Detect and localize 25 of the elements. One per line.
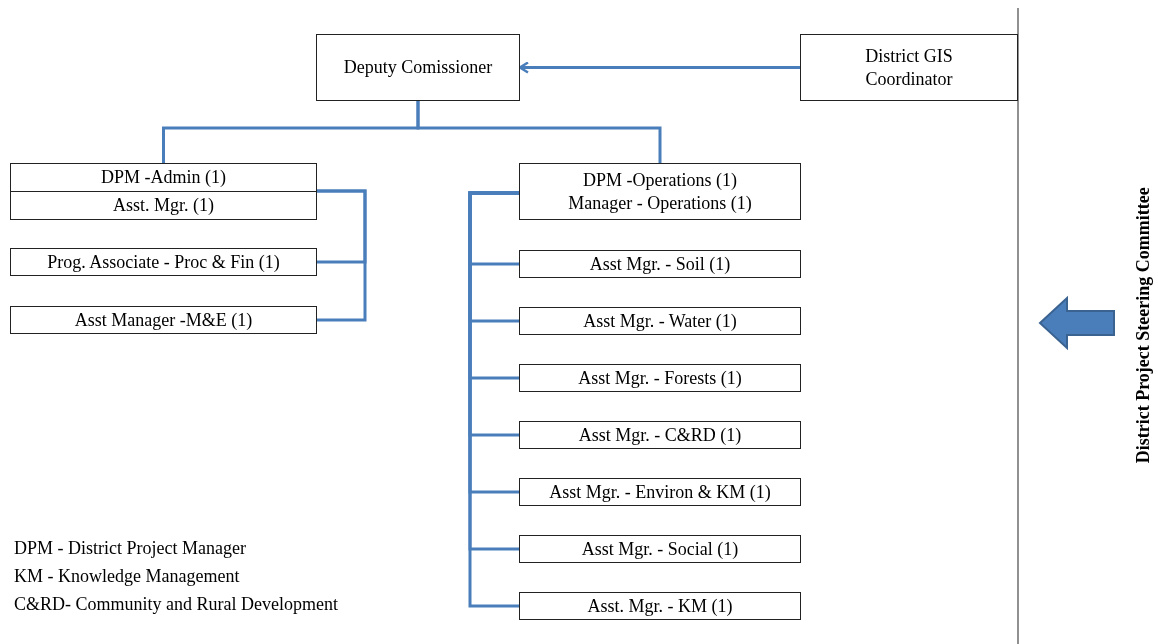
position-box: Asst. Mgr. - KM (1) [519,592,801,620]
connector-line [317,189,367,322]
position-box: District GIS Coordinator [800,34,1018,101]
position-box: Asst Mgr. - C&RD (1) [519,421,801,449]
position-box: Asst Mgr. - Social (1) [519,535,801,563]
position-box [10,163,317,220]
connector-line [416,101,662,163]
position-box: Asst Mgr. - Forests (1) [519,364,801,392]
position-title: DPM -Operations (1) [583,169,737,192]
block-arrow [1038,295,1115,351]
position-box: Asst Mgr. - Environ & KM (1) [519,478,801,506]
position-box: Deputy Comissioner [316,34,520,101]
position-title: Manager - Operations (1) [568,191,752,214]
position-box: Asst Mgr. - Water (1) [519,307,801,335]
position-title: DPM -Admin (1) [100,166,227,190]
abbreviation-note: C&RD- Community and Rural Development [14,594,338,615]
arrow [518,61,800,74]
position-box: Asst Mgr. - Soil (1) [519,250,801,278]
position-box: Asst Manager -M&E (1) [10,306,317,334]
committee-label: District Project Steering Committee [1120,160,1158,490]
position-box [519,163,801,220]
position-title: Asst. Mgr. (1) [11,191,316,219]
position-box: Prog. Associate - Proc & Fin (1) [10,248,317,276]
abbreviation-note: KM - Knowledge Management [14,566,240,587]
abbreviation-note: DPM - District Project Manager [14,538,246,559]
